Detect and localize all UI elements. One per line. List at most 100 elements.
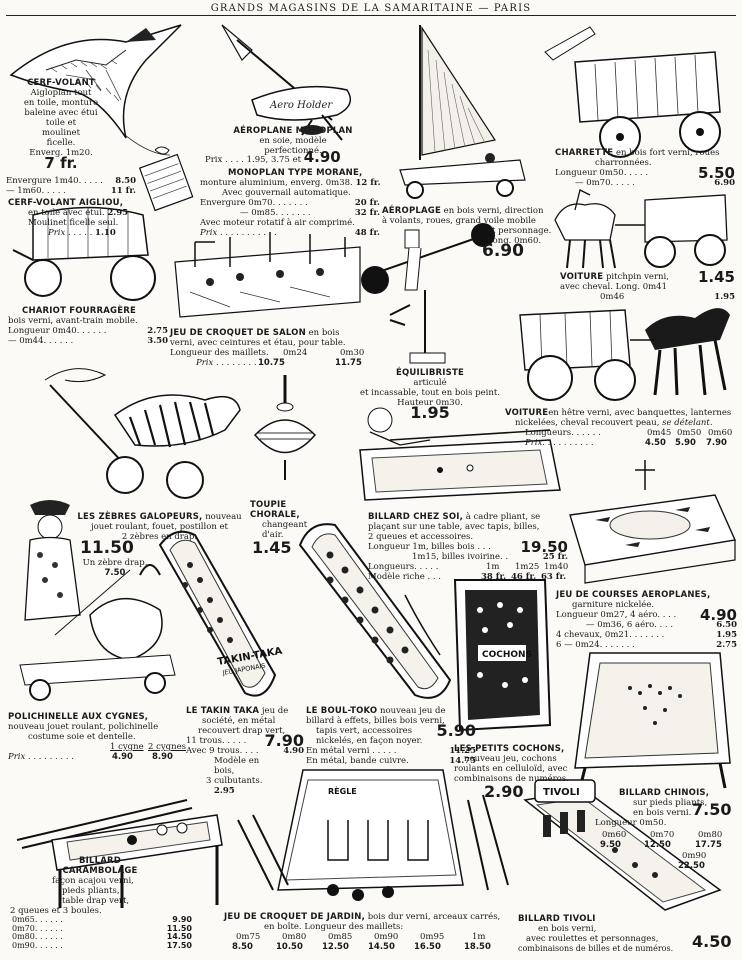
charrette-price: 5.50 [697,164,735,182]
petits-cochons-line3: combinaisons de numéros. [454,774,569,784]
polichinelle-name: POLICHINELLE AUX CYGNES, [8,712,149,722]
aeroplane-name: AÉROPLANE MONOPLAN [233,126,353,136]
cerf-volant-price: 7 fr. [44,154,78,172]
billard-tivoli-line1: en bois verni, [538,924,597,934]
voiture-hetre-line2: nickelées, cheval recouvert peau, [515,418,660,428]
cerf-volant-aigliou-line2: Moulinet ficelle seul. [28,218,119,228]
takin-taka-illustration: TAKIN-TAKA JEU JAPONAIS [158,530,283,697]
petits-cochons-price: 2.90 [484,782,524,801]
monoplan-morane-line3: Avec moteur rotatif à air comprimé. [200,218,355,228]
billard-tivoli-illustration: TIVOLI [523,779,722,911]
billard-carambolage-line1: façon acajou verni, [52,876,134,886]
voiture-hetre-col3: 0m60 [708,428,733,438]
charrette-block: CHARRETTE en bois fort verni, roues char… [555,148,735,188]
croquet-jardin-price: 8.50 [232,942,253,952]
cerf-volant-line5: moulinet [41,128,80,138]
voiture-pitchpin-row2-label: 0m46 [600,292,625,302]
monoplan-morane-price-inline: 12 fr. [355,178,381,188]
voiture-hetre-col1: 0m45 [647,428,672,438]
aeroplage-price: 6.90 [482,241,524,261]
cerf-volant-line2: en toile, monture [23,98,99,108]
toupie-name2: CHORALE, [250,510,300,520]
polichinelle-line3: Prix . . . . . . . . . [8,752,74,762]
courses-aeroplanes-block: JEU DE COURSES AEROPLANES, garniture nic… [556,590,737,650]
page-header: GRANDS MAGASINS DE LA SAMARITAINE — PARI… [210,3,532,14]
charrette-line1: en bois fort verni, roues [615,148,720,158]
voiture-hetre-block: VOITUREen hêtre verni, avec banquettes, … [505,408,737,448]
billard-chez-soi-illustration [359,407,561,501]
monoplan-morane-block: MONOPLAN TYPE MORANE, monture aluminium,… [200,168,381,238]
billard-chez-soi-line2: plaçant sur une table, avec tapis, bille… [368,522,540,532]
equilibriste-name: ÉQUILIBRISTE [396,368,464,378]
takin-taka-line2: société, en métal [202,716,276,726]
billard-tivoli-sign: TIVOLI [543,787,580,798]
polichinelle-col1: 1 cygne [110,742,144,752]
monoplan-morane-row2-price: 32 fr. [354,208,380,218]
zebres-line3: 2 zèbres en drap. [121,532,198,542]
billard-chez-soi-price2: 25 fr. [542,552,568,562]
billard-chez-soi-block: BILLARD CHEZ SOI, à cadre pliant, se pla… [368,512,568,582]
billard-carambolage-row-label: 0m80. . . . . . [12,932,63,941]
chariot-line1: bois verni, avant-train mobile. [8,316,138,326]
cerf-volant-rows: Envergure 1m40. . . . . 8.50 — 1m60. . .… [6,176,136,196]
croquet-jardin-col: 0m95 [420,932,445,942]
courses-aeroplanes-line1: garniture nickelée. [572,600,655,610]
aeroplane-illustration: Aero Holder [221,24,352,141]
boul-toko-line2: billard à effets, billes bois verni, [306,716,445,726]
petits-cochons-line1: nouveau jeu, cochons [464,754,557,764]
polichinelle-block: POLICHINELLE AUX CYGNES, nouveau jouet r… [8,712,186,762]
billard-carambolage-row: 0m65. . . . . .9.90 [12,915,192,925]
cerf-volant-aigliou-price2: 1.10 [95,228,116,238]
cerf-volant-aigliou-price-inline: 2.95 [107,208,129,218]
voiture-hetre-line4: Prix. . . . . . . . . . [525,438,594,448]
cerf-volant-row2-label: — 1m60. . . . . [6,186,66,196]
aeroplage-line4: Long. 0m60. [487,236,542,246]
croquet-salon-illustration [174,232,361,318]
toupie-illustration [253,375,317,480]
billard-chinois-line1: sur pieds pliants, [633,798,708,808]
takin-taka-line5: Avec 9 trous. . . . [186,746,259,756]
billard-chez-soi-price: 19.50 [520,538,568,556]
chariot-row2-label: — 0m44. . . . . . [8,336,74,346]
boul-toko-price: 5.90 [436,721,476,740]
monoplan-morane-row1-label: Envergure 0m70. . . . . . . [200,198,308,208]
monoplan-morane-row1-price: 20 fr. [354,198,380,208]
croquet-salon-line2: verni, avec ceintures et étau, pour tabl… [170,338,346,348]
croquet-jardin-name: JEU DE CROQUET DE JARDIN, [224,912,366,922]
billard-chinois-line3: Longueur 0m50. [595,818,667,828]
petits-cochons-illustration: COCHONS [453,579,552,732]
charrette-row2-label: — 0m70. . . . . [575,178,635,188]
billard-chez-soi-line7: Modèle riche . . . [368,572,442,582]
croquet-salon-line1: en bois [308,328,340,338]
takin-taka-line1: jeu de [261,706,289,716]
billard-carambolage-row: 0m90. . . . . .17.50 [12,941,192,951]
billard-tivoli-line3: combinaisons de billes et de numéros. [518,944,674,953]
billard-tivoli-block: BILLARD TIVOLI en bois verni, avec roule… [518,914,738,954]
voiture-pitchpin-line1: pitchpin verni, [605,272,669,282]
courses-aeroplanes-row4-label: 6 — 0m24. . . . . . . [556,640,635,650]
cerf-volant-row2-price: 11 fr. [110,186,136,196]
zebres-line2: jouet roulant, fouet, postillon et [91,522,228,532]
zebres-block: LES ZÈBRES GALOPEURS, nouveau jouet roul… [72,512,247,542]
voiture-pitchpin-name: VOITURE [560,272,604,282]
charrette-name: CHARRETTE [555,148,614,158]
monoplan-morane-name: MONOPLAN TYPE MORANE, [228,168,363,178]
boul-toko-price2: 11.25 [449,746,476,756]
voiture-pitchpin-row2-price: 1.95 [714,292,735,302]
aeroplane-price-row: Prix . . . . 1.95, 3.75 et 4.90 [205,150,377,166]
courses-aeroplanes-name: JEU DE COURSES AEROPLANES, [556,590,711,600]
aeroplane-line3: Prix . . . . 1.95, 3.75 et [205,155,302,165]
takin-taka-price2: 4.90 [283,746,304,756]
courses-aeroplanes-price: 4.90 [699,606,737,624]
billard-chinois-line2: en bois verni. [633,808,692,818]
billard-carambolage-illustration [16,799,223,908]
croquet-salon-col2: 0m30 [340,348,365,358]
croquet-salon-col1: 0m24 [283,348,308,358]
takin-taka-line7: bois, [214,766,235,776]
croquet-jardin-price: 16.50 [414,942,441,952]
croquet-jardin-price: 10.50 [276,942,303,952]
aeroplane-line1: en soie, modèle [259,136,327,146]
monoplan-morane-row2-label: — 0m85. . . . . . . [240,208,311,218]
croquet-jardin-col: 0m85 [328,932,353,942]
billard-carambolage-line4-block: 2 queues et 3 boules. [10,906,160,916]
